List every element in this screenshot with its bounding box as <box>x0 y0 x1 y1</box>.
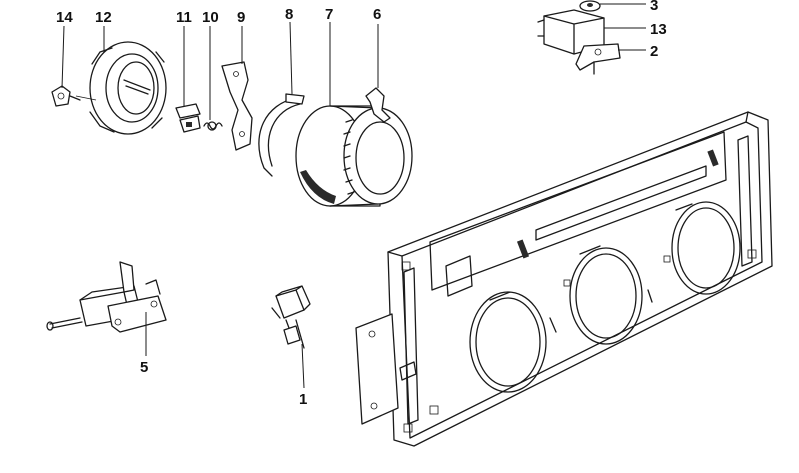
callout-5: 5 <box>140 359 148 376</box>
callout-10: 10 <box>202 9 219 26</box>
part-10-spring <box>203 121 223 131</box>
part-9-bracket <box>221 61 253 151</box>
callout-3: 3 <box>650 0 658 14</box>
part-14-clip <box>51 85 81 107</box>
callout-11: 11 <box>176 9 192 26</box>
callout-6: 6 <box>373 6 381 23</box>
callout-12: 12 <box>95 9 112 26</box>
callout-1: 1 <box>299 391 307 408</box>
part-2-bracket <box>575 43 621 75</box>
leader-lines <box>61 3 646 389</box>
callout-9: 9 <box>237 9 245 26</box>
callout-7: 7 <box>325 6 333 23</box>
callout-2: 2 <box>650 43 658 60</box>
callout-8: 8 <box>285 6 293 23</box>
part-13-actuator <box>537 9 605 55</box>
part-6-clip <box>365 87 391 123</box>
part-7-dial-drum <box>295 105 413 207</box>
callout-labels: 14 12 11 10 9 8 7 6 3 13 2 5 1 <box>56 0 667 408</box>
part-5-switch-assembly <box>46 261 167 333</box>
part-8-ring-segment <box>258 93 305 177</box>
part-3-nut <box>579 0 601 12</box>
part-1-micro-switch <box>271 285 311 349</box>
callout-13: 13 <box>650 21 667 38</box>
part-11-knob <box>175 103 201 133</box>
callout-14: 14 <box>56 9 73 26</box>
part-12-bezel-housing <box>75 41 167 135</box>
control-panel-main <box>355 111 773 447</box>
